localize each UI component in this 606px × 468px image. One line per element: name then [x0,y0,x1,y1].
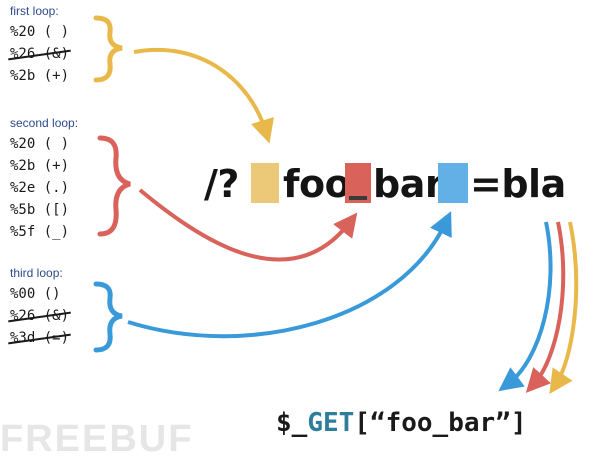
query-part-foo: foo [283,162,351,206]
arrow-first-loop [133,47,274,144]
result-expression: $_GET[“foo_bar”] [276,408,526,438]
code-line-struck: %26 (&) [10,308,70,324]
brace-second-loop [97,135,131,237]
placeholder-box-yellow [251,163,279,203]
code-line-struck: %3d (=) [10,330,70,346]
arrow-second-loop [138,188,358,262]
underscore-mark [349,196,367,200]
query-prefix: /? [204,162,239,206]
code-line: %2b (+) [10,158,70,174]
first-loop-label: first loop: [10,4,59,18]
brace-third-loop [93,281,123,353]
code-line-struck: %26 (&) [10,46,70,62]
code-line: %2e (.) [10,180,70,196]
result-rest: [“foo_bar”] [354,408,527,438]
code-line: %20 ( ) [10,136,70,152]
code-line: %5f (_) [10,224,70,240]
result-prefix: $_ [276,408,308,438]
query-part-bar: bar [373,162,444,206]
watermark-logo: FREEBUF [0,418,194,460]
code-line: %5b ([) [10,202,70,218]
placeholder-box-blue [438,163,468,203]
arrow-down-blue [498,221,553,392]
arrow-down-red [525,221,566,393]
arrow-down-yellow [549,221,579,394]
result-get: GET [307,408,355,438]
code-line: %2b (+) [10,68,70,84]
second-loop-label: second loop: [10,116,79,130]
code-line: %20 ( ) [10,24,70,40]
code-line: %00 () [10,286,61,302]
brace-first-loop [93,15,123,83]
query-suffix: =bla [470,162,566,206]
arrow-third-loop [127,211,452,339]
third-loop-label: third loop: [10,266,63,280]
